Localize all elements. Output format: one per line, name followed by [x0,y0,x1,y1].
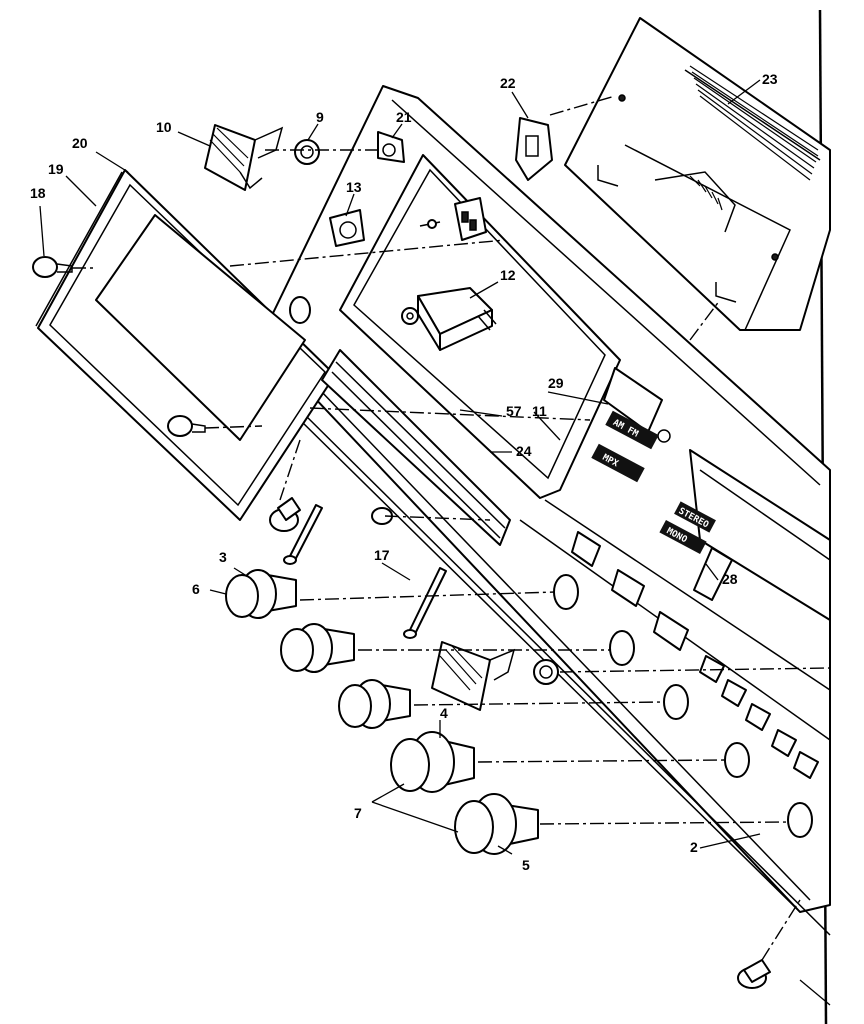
label-20: 20 [72,135,88,151]
label-29: 29 [548,375,564,391]
knob-5 [454,793,539,855]
assembly-guide-lines [72,95,831,961]
label-6: 6 [192,581,200,597]
headphone-jack [401,287,497,351]
label-19: 19 [48,161,64,177]
switch-module-lower [431,641,559,711]
dial-scale [321,349,511,546]
part-labels: 2 3 4 5 6 7 9 10 11 12 13 17 18 19 20 21… [30,71,778,873]
label-17: 17 [374,547,390,563]
knob-mid [338,679,411,729]
label-18: 18 [30,185,46,201]
label-12: 12 [500,267,516,283]
screws-17 [269,497,447,639]
label-57: 57 [506,403,522,419]
chip-mpx [591,443,645,483]
lamp-socket [419,197,487,241]
panel-button-row [571,531,819,779]
label-10: 10 [156,119,172,135]
chip-am-fm [605,410,659,450]
label-22: 22 [500,75,516,91]
label-23: 23 [762,71,778,87]
leader-lines [39,79,831,1006]
foot-bottom-right [737,959,771,989]
label-24: 24 [516,443,532,459]
label-7: 7 [354,805,362,821]
label-3: 3 [219,549,227,565]
switch-module-top [204,124,405,247]
cassette-door [564,17,831,331]
label-21: 21 [396,109,412,125]
label-9: 9 [316,109,324,125]
knob-6 [225,569,297,619]
knob-7-upper [390,731,475,793]
label-2: 2 [690,839,698,855]
label-13: 13 [346,179,362,195]
chip-mono [659,520,707,554]
dial-glass-panel [32,169,336,521]
panel-knob-holes [289,296,813,838]
switch-22 [515,117,553,181]
label-28: 28 [722,571,738,587]
label-4: 4 [440,705,448,721]
label-5: 5 [522,857,530,873]
label-11: 11 [532,403,547,419]
chip-stereo [674,501,716,533]
knob-3 [280,623,355,673]
